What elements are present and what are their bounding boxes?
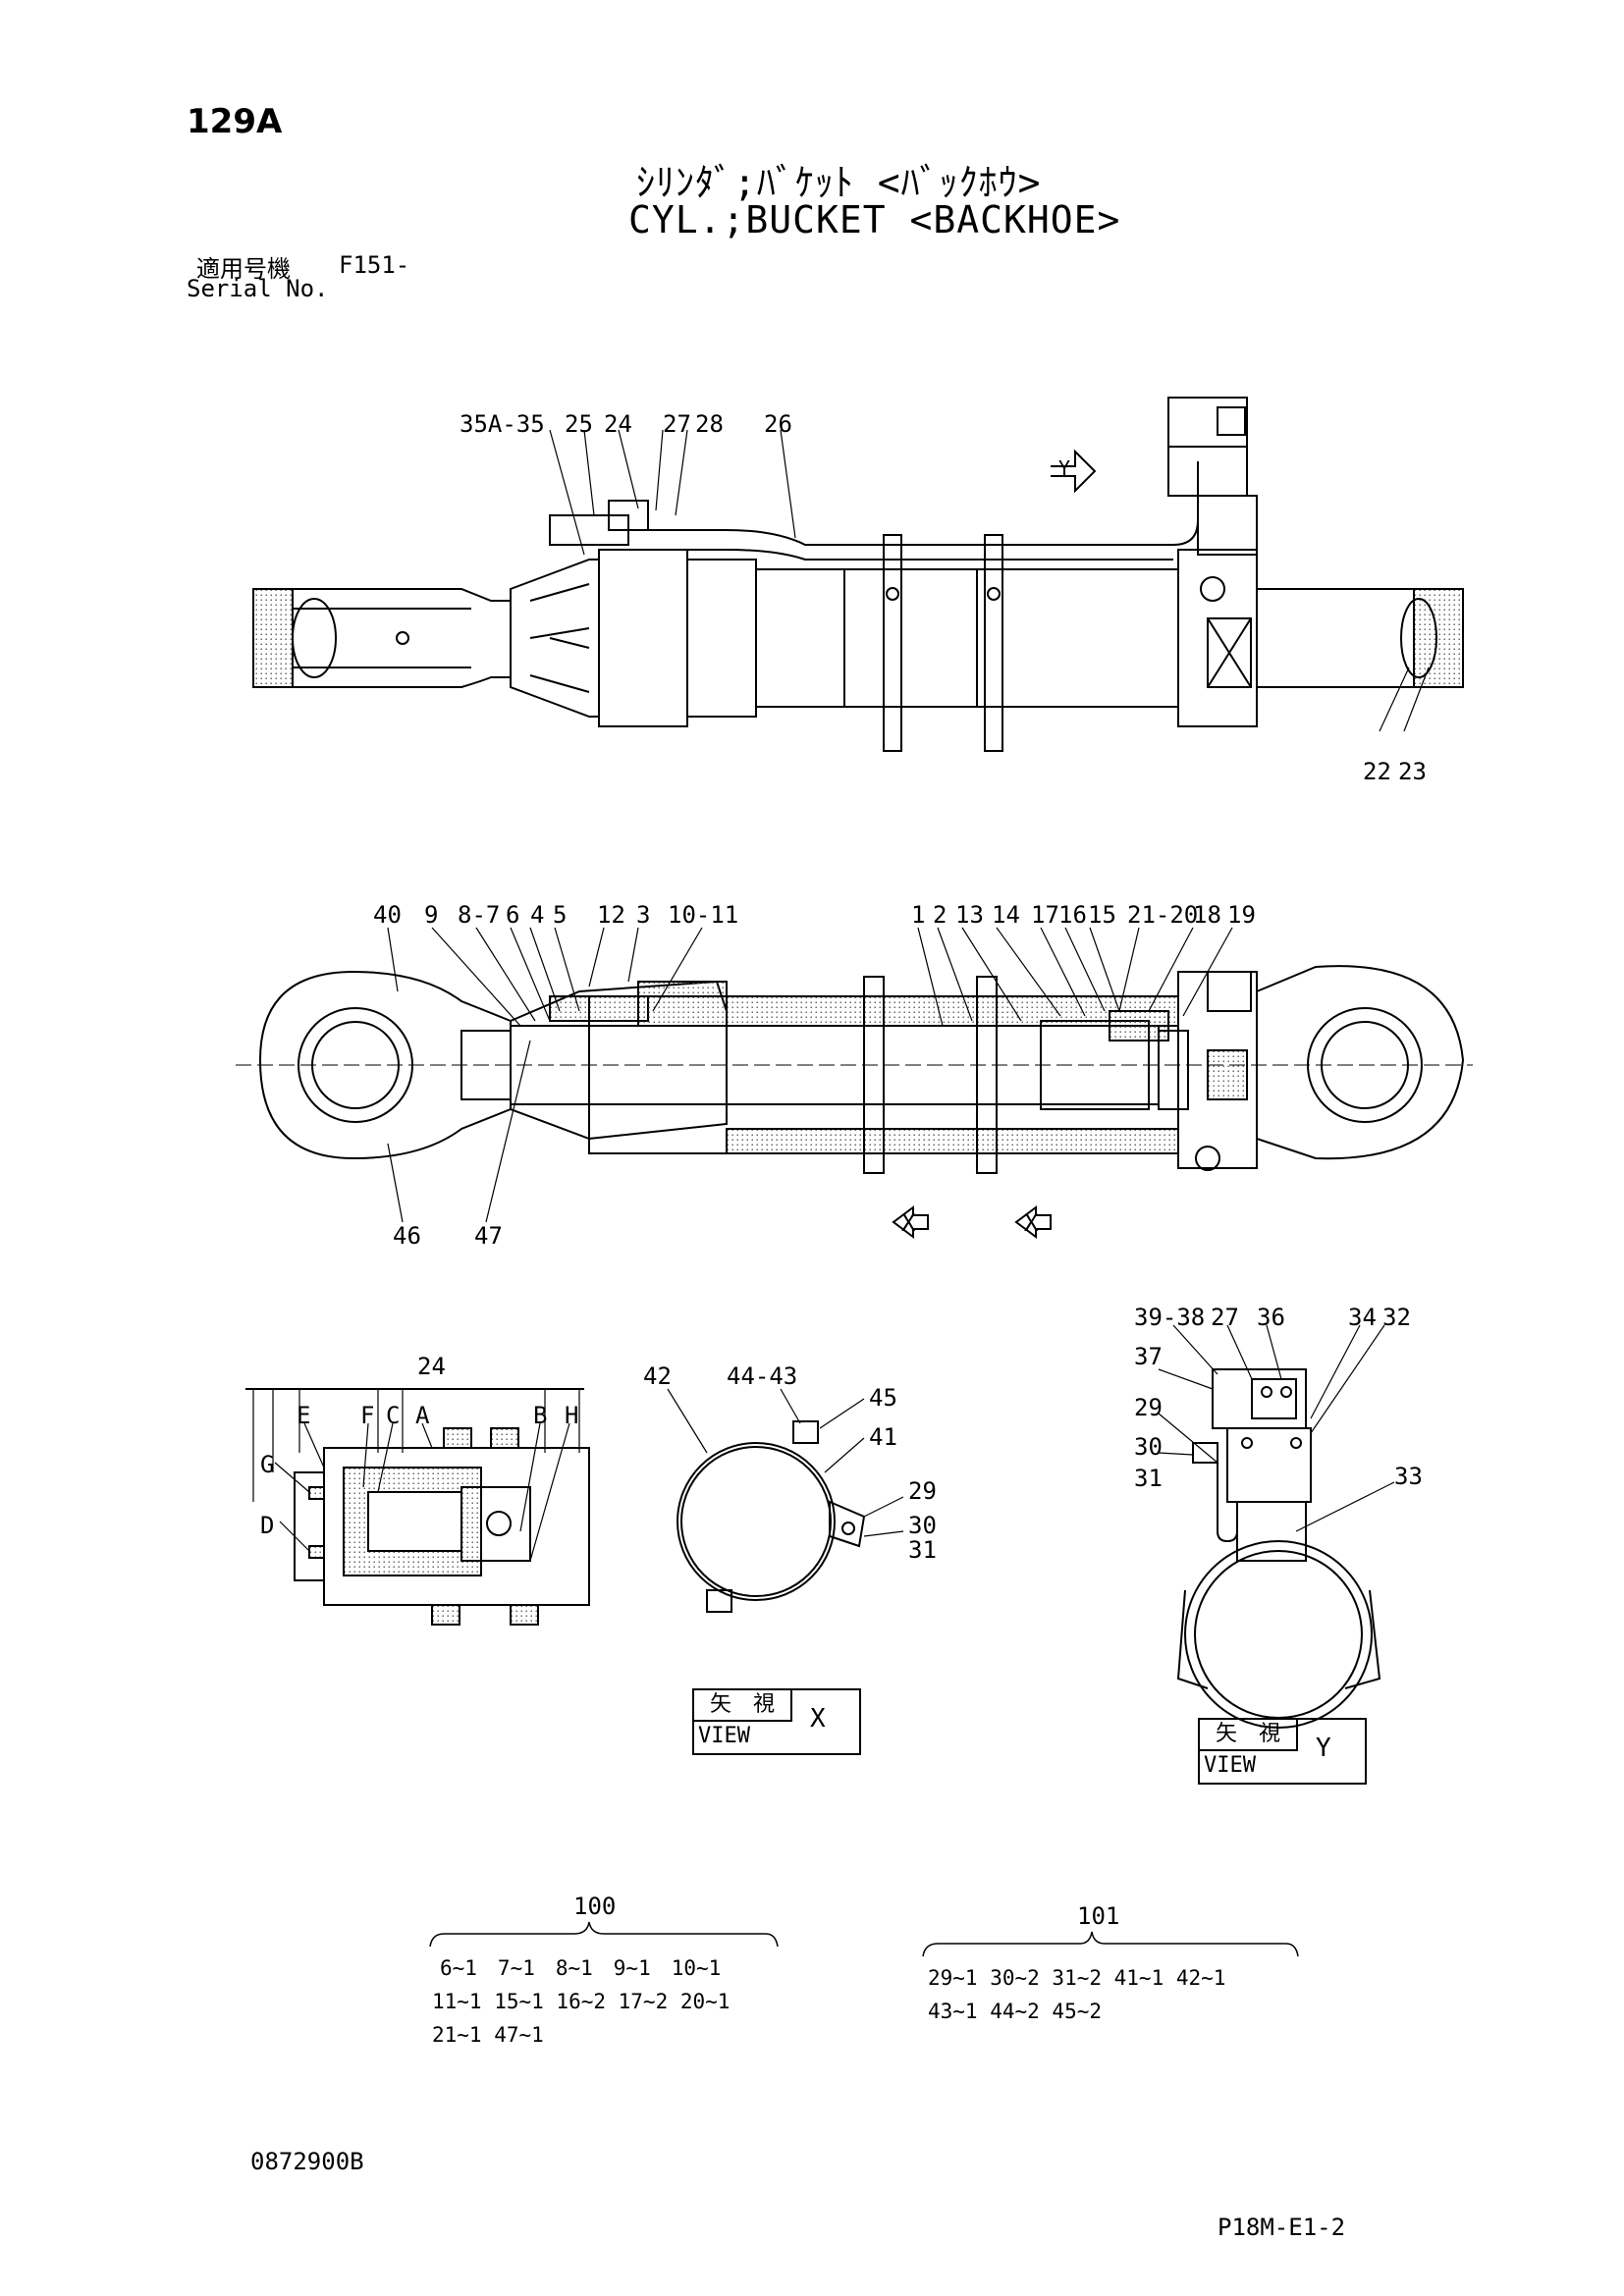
view-arrow-x-label-1: X <box>901 1209 916 1237</box>
section-view-cylinder <box>236 965 1473 1239</box>
kit-100-line-2: 11~1 15~1 16~2 17~2 20~1 <box>432 1990 731 2013</box>
label-47: 47 <box>474 1222 503 1250</box>
label-46: 46 <box>393 1222 421 1250</box>
title-english: CYL.;BUCKET <BACKHOE> <box>628 198 1121 241</box>
label-24: 24 <box>604 410 632 438</box>
page-number: 129A <box>187 102 283 141</box>
serial-value: F151- <box>339 251 410 279</box>
viewy-label-34: 34 <box>1348 1304 1377 1331</box>
label-4: 4 <box>530 901 545 929</box>
label-8-7: 8-7 <box>458 901 501 929</box>
detail24-label-e: E <box>297 1402 311 1429</box>
viewy-label-27: 27 <box>1211 1304 1239 1331</box>
detail24-label-b: B <box>533 1402 548 1429</box>
view-y-valve <box>1176 1368 1381 1729</box>
view-y-en: VIEW <box>1204 1753 1256 1778</box>
label-9: 9 <box>424 901 439 929</box>
label-40: 40 <box>373 901 402 929</box>
label-2: 2 <box>933 901 947 929</box>
label-3: 3 <box>636 901 651 929</box>
viewx-label-45: 45 <box>869 1384 897 1412</box>
label-18: 18 <box>1193 901 1221 929</box>
label-22: 22 <box>1363 758 1391 785</box>
detail24-label-a: A <box>415 1402 430 1429</box>
kit-101-line-1: 29~1 30~2 31~2 41~1 42~1 <box>928 1966 1226 1990</box>
viewy-label-33: 33 <box>1394 1463 1423 1490</box>
label-19: 19 <box>1227 901 1256 929</box>
viewy-label-36: 36 <box>1257 1304 1285 1331</box>
viewx-label-30: 30 <box>908 1512 937 1539</box>
label-13: 13 <box>955 901 984 929</box>
viewy-label-32: 32 <box>1382 1304 1411 1331</box>
detail24-label-g: G <box>260 1451 275 1478</box>
label-35a-35: 35A-35 <box>460 410 545 438</box>
label-26: 26 <box>764 410 792 438</box>
label-1: 1 <box>911 901 926 929</box>
detail-24-fitting <box>245 1388 590 1626</box>
viewx-label-44-43: 44-43 <box>727 1362 798 1390</box>
label-17: 17 <box>1031 901 1059 929</box>
view-x-clamp <box>677 1420 866 1613</box>
view-x-en: VIEW <box>698 1724 750 1748</box>
label-15: 15 <box>1088 901 1116 929</box>
viewy-label-30: 30 <box>1134 1433 1163 1461</box>
label-27: 27 <box>663 410 691 438</box>
kit-100-line-1: 6~1 7~1 8~1 9~1 10~1 <box>440 1956 722 1980</box>
drawing-number: 0872900B <box>250 2148 364 2175</box>
label-23: 23 <box>1398 758 1427 785</box>
label-5: 5 <box>553 901 568 929</box>
label-21-20: 21-20 <box>1127 901 1199 929</box>
view-y-jp: 矢 視 <box>1200 1720 1298 1751</box>
kit-braces <box>429 1921 1299 1957</box>
label-28: 28 <box>695 410 724 438</box>
serial-label-jp: 適用号機 <box>196 255 291 283</box>
viewy-label-29: 29 <box>1134 1394 1163 1421</box>
title-japanese: ｼﾘﾝﾀﾞ;ﾊﾞｹｯﾄ <ﾊﾞｯｸﾎｳ> <box>636 161 1042 204</box>
serial-label-en: Serial No. <box>187 275 329 302</box>
label-16: 16 <box>1058 901 1087 929</box>
view-x-letter: X <box>810 1704 826 1734</box>
view-x-jp: 矢 視 <box>694 1690 792 1722</box>
label-6: 6 <box>506 901 520 929</box>
detail24-label-f: F <box>360 1402 375 1429</box>
label-12: 12 <box>597 901 625 929</box>
viewy-label-31: 31 <box>1134 1465 1163 1492</box>
viewy-label-37: 37 <box>1134 1343 1163 1370</box>
kit-101-title: 101 <box>1077 1902 1120 1930</box>
view-arrow-y-label: Y <box>1058 456 1071 480</box>
label-10-11: 10-11 <box>668 901 739 929</box>
label-25: 25 <box>565 410 593 438</box>
detail24-label-24: 24 <box>417 1353 446 1380</box>
label-14: 14 <box>992 901 1020 929</box>
kit-100-title: 100 <box>573 1893 617 1920</box>
detail24-label-d: D <box>260 1512 275 1539</box>
viewx-label-41: 41 <box>869 1423 897 1451</box>
top-view-cylinder-assembly <box>252 397 1464 752</box>
page-code: P18M-E1-2 <box>1218 2214 1346 2241</box>
kit-100-line-3: 21~1 47~1 <box>432 2023 544 2047</box>
view-arrow-x-label-2: X <box>1024 1209 1039 1237</box>
view-y-box: 矢 視 VIEW Y <box>1198 1718 1367 1785</box>
viewx-label-31: 31 <box>908 1536 937 1564</box>
viewy-label-39-38: 39-38 <box>1134 1304 1206 1331</box>
view-x-box: 矢 視 VIEW X <box>692 1688 861 1755</box>
viewx-label-29: 29 <box>908 1477 937 1505</box>
kit-101-line-2: 43~1 44~2 45~2 <box>928 2000 1103 2023</box>
leader-lines <box>252 429 1430 1562</box>
detail24-label-h: H <box>565 1402 579 1429</box>
viewx-label-42: 42 <box>643 1362 672 1390</box>
detail24-label-c: C <box>386 1402 401 1429</box>
view-y-letter: Y <box>1316 1734 1331 1763</box>
